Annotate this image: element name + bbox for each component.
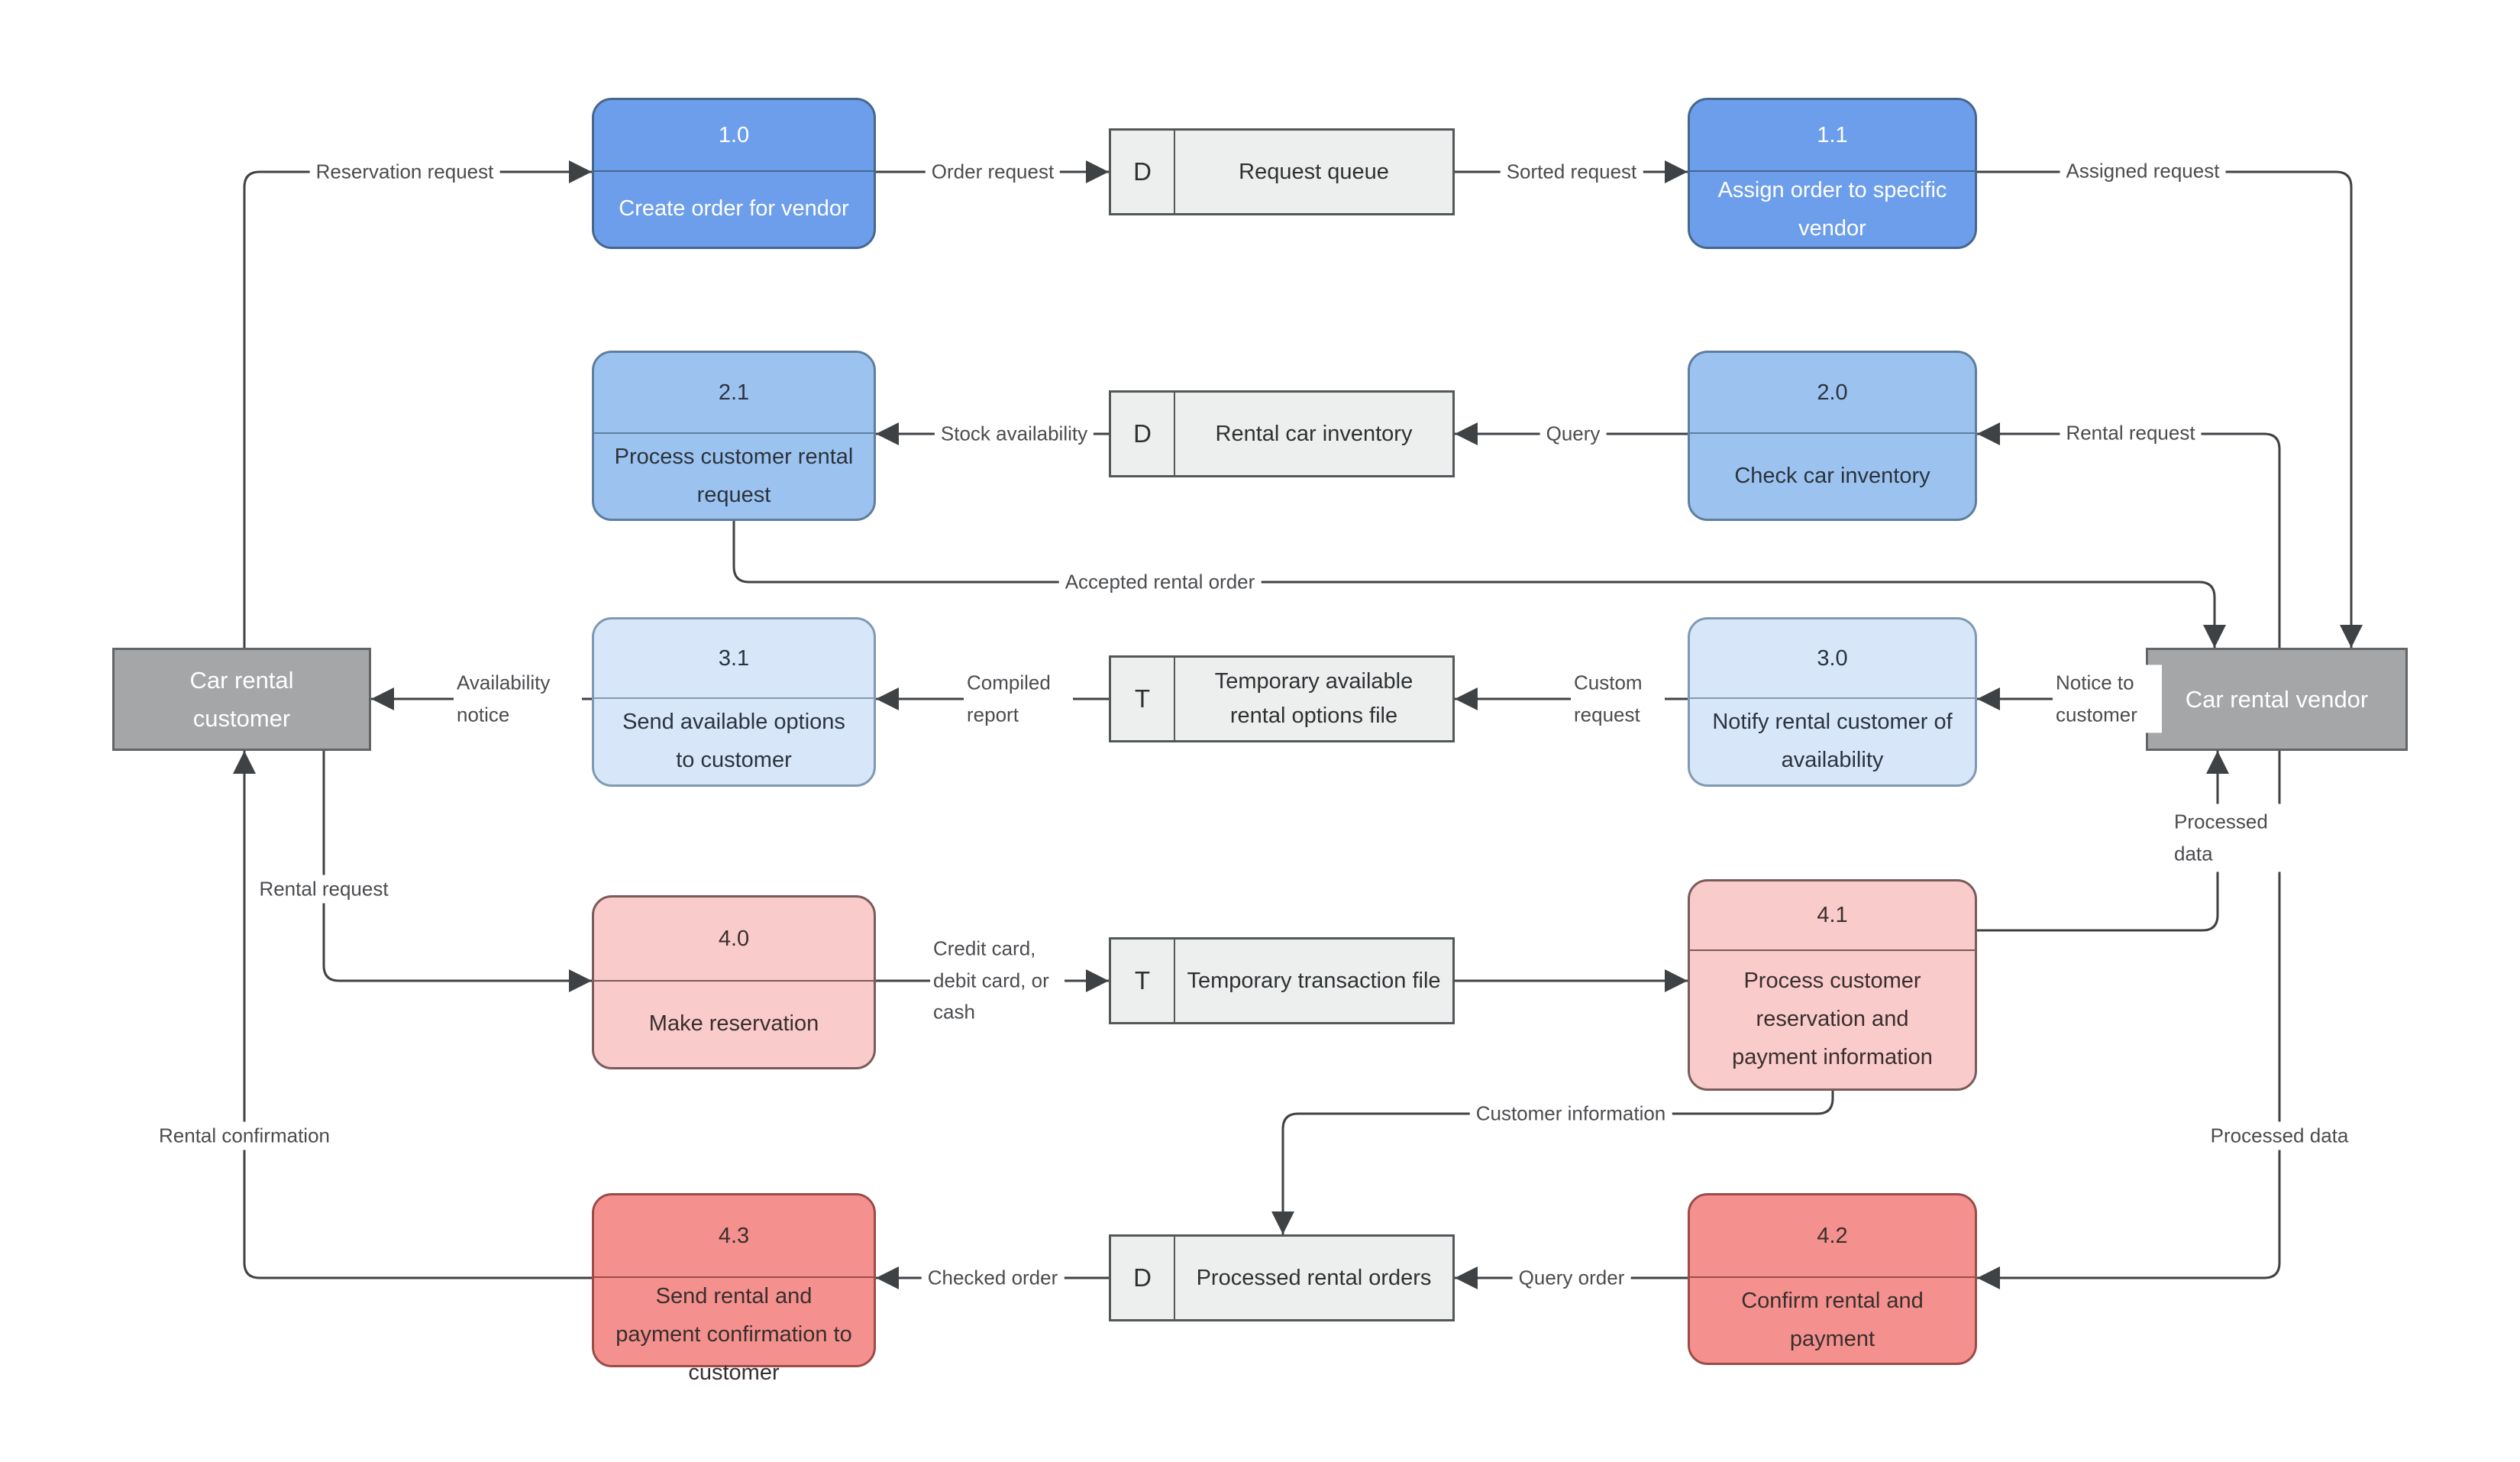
flow-label-reservation-request[interactable]: Reservation request (309, 157, 500, 186)
process-create-order-for-vendor[interactable]: 1.0 Create order for vendor (592, 98, 876, 249)
datastore-letter: D (1111, 131, 1175, 213)
process-label: Process customer rental request (614, 444, 854, 507)
datastore-request-queue[interactable]: D Request queue (1109, 128, 1455, 215)
datastore-label: Temporary available rental options file (1214, 669, 1413, 728)
process-label: Send available options to customer (622, 710, 845, 772)
process-number: 4.3 (594, 1195, 874, 1278)
datastore-temporary-available-rental-options-file[interactable]: T Temporary available rental options fil… (1109, 655, 1455, 742)
entity-car-rental-customer[interactable]: Car rental customer (112, 648, 371, 751)
datastore-letter: T (1111, 940, 1175, 1022)
datastore-processed-rental-orders[interactable]: D Processed rental orders (1109, 1234, 1455, 1321)
process-confirm-rental-and-payment[interactable]: 4.2 Confirm rental and payment (1688, 1193, 1977, 1365)
process-number: 4.0 (594, 898, 874, 982)
edge-rental-confirmation[interactable] (233, 751, 592, 1279)
flow-label-availability-notice[interactable]: Availability notice (454, 665, 582, 733)
flow-label-notice-to-customer[interactable]: Notice to customer (2053, 665, 2162, 733)
process-label: Send rental and payment confirmation to … (615, 1284, 852, 1385)
process-check-car-inventory[interactable]: 2.0 Check car inventory (1688, 351, 1977, 521)
entity-label: Car rental customer (189, 666, 294, 732)
flow-label-rental-request-customer[interactable]: Rental request (253, 875, 395, 904)
process-make-reservation[interactable]: 4.0 Make reservation (592, 895, 876, 1069)
process-label: Notify rental customer of availability (1712, 710, 1953, 772)
datastore-letter: D (1111, 1237, 1175, 1319)
entity-car-rental-vendor[interactable]: Car rental vendor (2146, 648, 2408, 751)
flow-label-stock-availability[interactable]: Stock availability (934, 419, 1094, 448)
process-label: Create order for vendor (619, 196, 849, 222)
flow-label-rental-confirmation[interactable]: Rental confirmation (153, 1121, 336, 1150)
process-label: Assign order to specific vendor (1717, 178, 1947, 241)
process-process-customer-reservation-and-payment[interactable]: 4.1 Process customer reservation and pay… (1688, 879, 1977, 1091)
datastore-letter: D (1111, 393, 1175, 475)
process-number: 3.1 (594, 619, 874, 699)
flow-label-accepted-rental-order[interactable]: Accepted rental order (1058, 568, 1262, 597)
flow-label-payment-method[interactable]: Credit card, debit card, or cash (930, 930, 1065, 1031)
process-number: 4.1 (1690, 881, 1975, 951)
process-number: 1.0 (594, 100, 874, 172)
process-assign-order-to-specific-vendor[interactable]: 1.1 Assign order to specific vendor (1688, 98, 1977, 249)
process-label: Process customer reservation and payment… (1732, 969, 1933, 1069)
process-number: 2.0 (1690, 353, 1975, 434)
process-send-available-options-to-customer[interactable]: 3.1 Send available options to customer (592, 617, 876, 787)
flow-label-rental-request-vendor[interactable]: Rental request (2060, 419, 2202, 448)
process-label: Check car inventory (1734, 463, 1930, 488)
flow-label-processed-data-down[interactable]: Processed data (2204, 1121, 2355, 1150)
datastore-rental-car-inventory[interactable]: D Rental car inventory (1109, 390, 1455, 477)
edge-accepted-rental-order[interactable] (732, 521, 2226, 648)
flow-label-query[interactable]: Query (1539, 419, 1607, 448)
flow-label-query-order[interactable]: Query order (1512, 1263, 1631, 1292)
datastore-label: Temporary transaction file (1187, 968, 1441, 993)
flow-label-custom-request[interactable]: Custom request (1571, 665, 1665, 733)
edge-rental-request-vendor[interactable] (1977, 422, 2281, 648)
process-number: 1.1 (1690, 100, 1975, 172)
process-send-rental-and-payment-confirmation[interactable]: 4.3 Send rental and payment confirmation… (592, 1193, 876, 1385)
flow-label-checked-order[interactable]: Checked order (921, 1263, 1065, 1292)
process-number: 4.2 (1690, 1195, 1975, 1278)
edge-assigned-request[interactable] (1977, 170, 2363, 648)
process-notify-rental-customer-of-availability[interactable]: 3.0 Notify rental customer of availabili… (1688, 617, 1977, 787)
datastore-label: Rental car inventory (1215, 421, 1413, 446)
edge-processed-data-down[interactable] (1977, 751, 2281, 1289)
datastore-label: Processed rental orders (1196, 1265, 1432, 1290)
datastore-temporary-transaction-file[interactable]: T Temporary transaction file (1109, 937, 1455, 1024)
process-number: 3.0 (1690, 619, 1975, 699)
flow-label-customer-information[interactable]: Customer information (1469, 1099, 1672, 1128)
flow-label-assigned-request[interactable]: Assigned request (2060, 157, 2226, 186)
datastore-label: Request queue (1239, 159, 1389, 184)
datastore-letter: T (1111, 658, 1175, 740)
flow-label-sorted-request[interactable]: Sorted request (1500, 157, 1643, 186)
flow-label-order-request[interactable]: Order request (925, 157, 1061, 186)
process-label: Confirm rental and payment (1741, 1288, 1924, 1351)
process-process-customer-rental-request[interactable]: 2.1 Process customer rental request (592, 351, 876, 521)
edge-processed-data-up[interactable] (1977, 751, 2229, 932)
flow-label-compiled-report[interactable]: Compiled report (964, 665, 1073, 733)
edge-reservation-request[interactable] (243, 160, 592, 648)
flow-label-processed-data-up[interactable]: Processed data (2171, 804, 2292, 872)
process-label: Make reservation (648, 1011, 819, 1037)
entity-label: Car rental vendor (2185, 685, 2369, 713)
edge-rental-request-customer[interactable] (322, 751, 592, 992)
process-number: 2.1 (594, 353, 874, 434)
